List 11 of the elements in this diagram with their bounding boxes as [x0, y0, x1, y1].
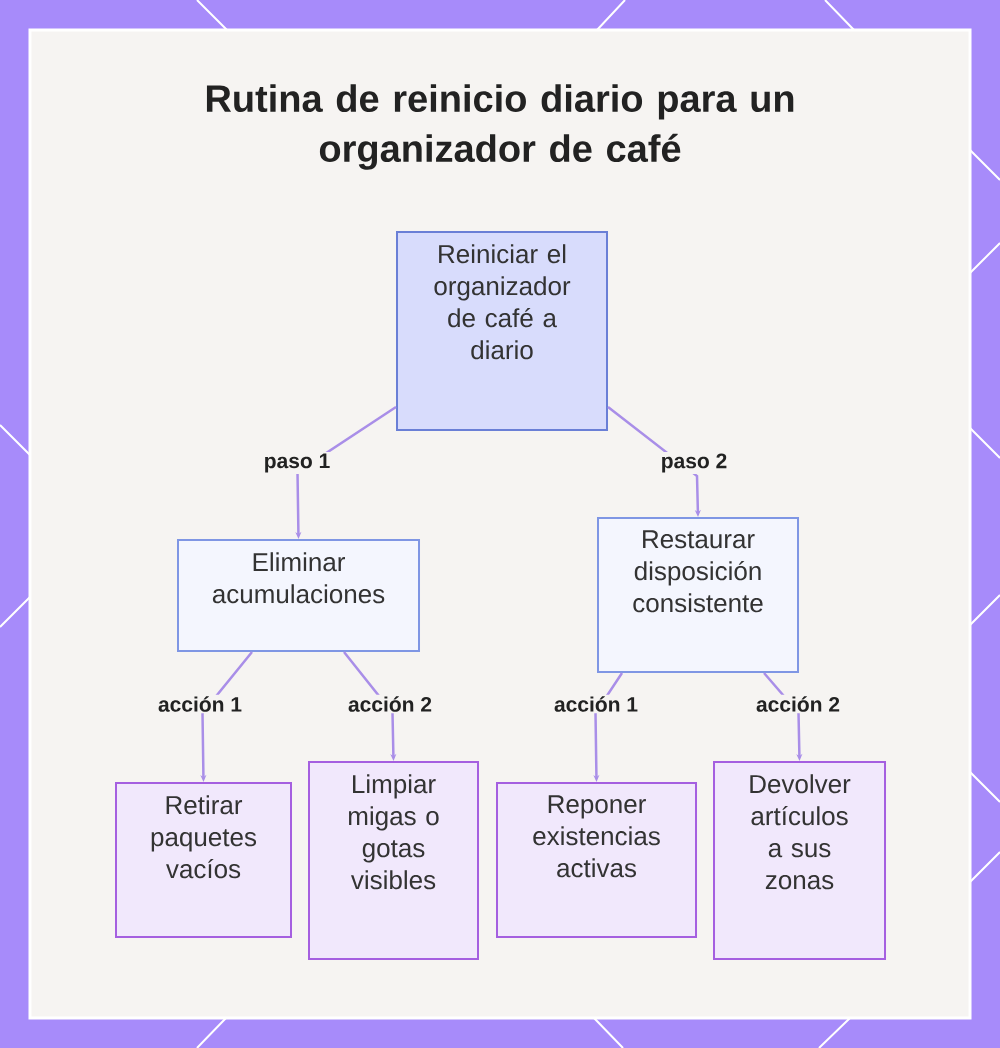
process-box: Eliminar acumulaciones	[177, 539, 420, 652]
process-box: Reiniciar el organizador de café a diario	[396, 231, 608, 431]
title: Rutina de reinicio diario para un organizador de café	[206, 84, 794, 170]
process-box: Devolver artículos a sus zonas	[713, 761, 886, 960]
arrow	[343, 651, 397, 761]
process-box: Limpiar migas o gotas visibles	[308, 761, 479, 960]
process-box: Restaurar disposición consistente	[597, 517, 799, 673]
edge-label: paso 2	[659, 452, 729, 474]
edge-label: paso 1	[262, 452, 332, 474]
process-box: Reponer existencias activas	[496, 782, 697, 938]
process-box: Retirar paquetes vacíos	[115, 782, 292, 938]
